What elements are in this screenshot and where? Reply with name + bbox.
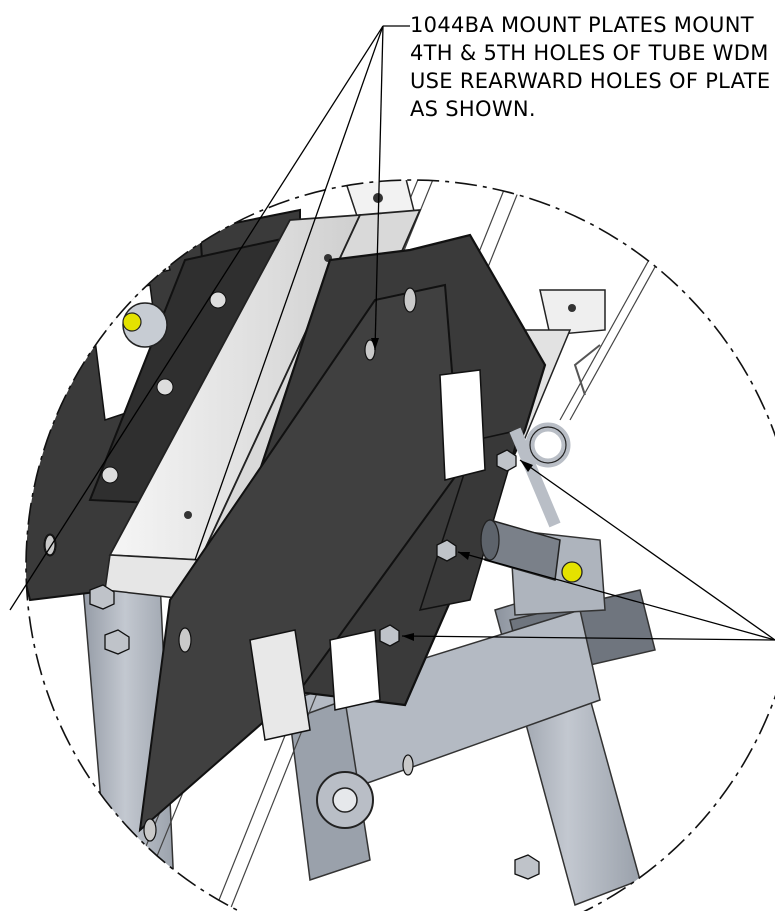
plate-bolts <box>89 449 540 880</box>
note-line-2: 4TH & 5TH HOLES OF TUBE WDM <box>410 41 769 65</box>
leader-arrowheads <box>371 338 533 641</box>
annotation-note: 1044BA MOUNT PLATES MOUNT 4TH & 5TH HOLE… <box>410 13 770 121</box>
detail-view <box>26 180 671 911</box>
main-mount-plate <box>44 233 547 880</box>
note-line-1: 1044BA MOUNT PLATES MOUNT <box>410 13 754 37</box>
note-line-3: USE REARWARD HOLES OF PLATE <box>410 69 770 93</box>
leader-lines <box>9 25 775 641</box>
note-line-4: AS SHOWN. <box>410 97 536 121</box>
